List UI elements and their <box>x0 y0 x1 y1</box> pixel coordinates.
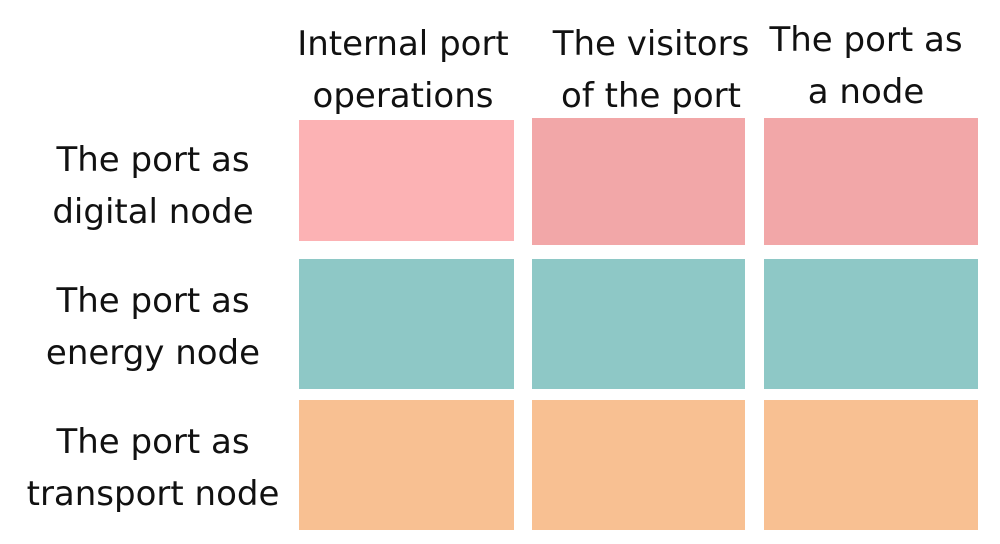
column-header-internal-port-operations: Internal port operations <box>283 18 523 122</box>
row-header-line: digital node <box>52 192 254 232</box>
row-header-transport-node: The port as transport node <box>8 416 298 520</box>
cell-transport-internal <box>299 400 514 530</box>
column-header-line: operations <box>312 76 494 116</box>
row-header-energy-node: The port as energy node <box>8 275 298 379</box>
column-header-visitors-of-the-port: The visitors of the port <box>531 18 771 122</box>
cell-digital-internal <box>299 120 514 241</box>
row-header-line: The port as <box>56 281 250 321</box>
column-header-port-as-a-node: The port as a node <box>746 14 986 118</box>
row-header-line: transport node <box>26 474 280 514</box>
column-header-line: The port as <box>769 20 963 60</box>
row-header-line: The port as <box>56 422 250 462</box>
column-header-line: The visitors <box>552 24 750 64</box>
column-header-line: Internal port <box>297 24 509 64</box>
cell-transport-visitors <box>532 400 745 530</box>
row-header-digital-node: The port as digital node <box>8 134 298 238</box>
cell-transport-node <box>764 400 978 530</box>
column-header-line: a node <box>807 72 925 112</box>
cell-digital-node <box>764 118 978 245</box>
cell-digital-visitors <box>532 118 745 245</box>
cell-energy-visitors <box>532 259 745 389</box>
column-header-line: of the port <box>561 76 741 116</box>
cell-energy-node <box>764 259 978 389</box>
cell-energy-internal <box>299 259 514 389</box>
row-header-line: energy node <box>45 333 261 373</box>
row-header-line: The port as <box>56 140 250 180</box>
